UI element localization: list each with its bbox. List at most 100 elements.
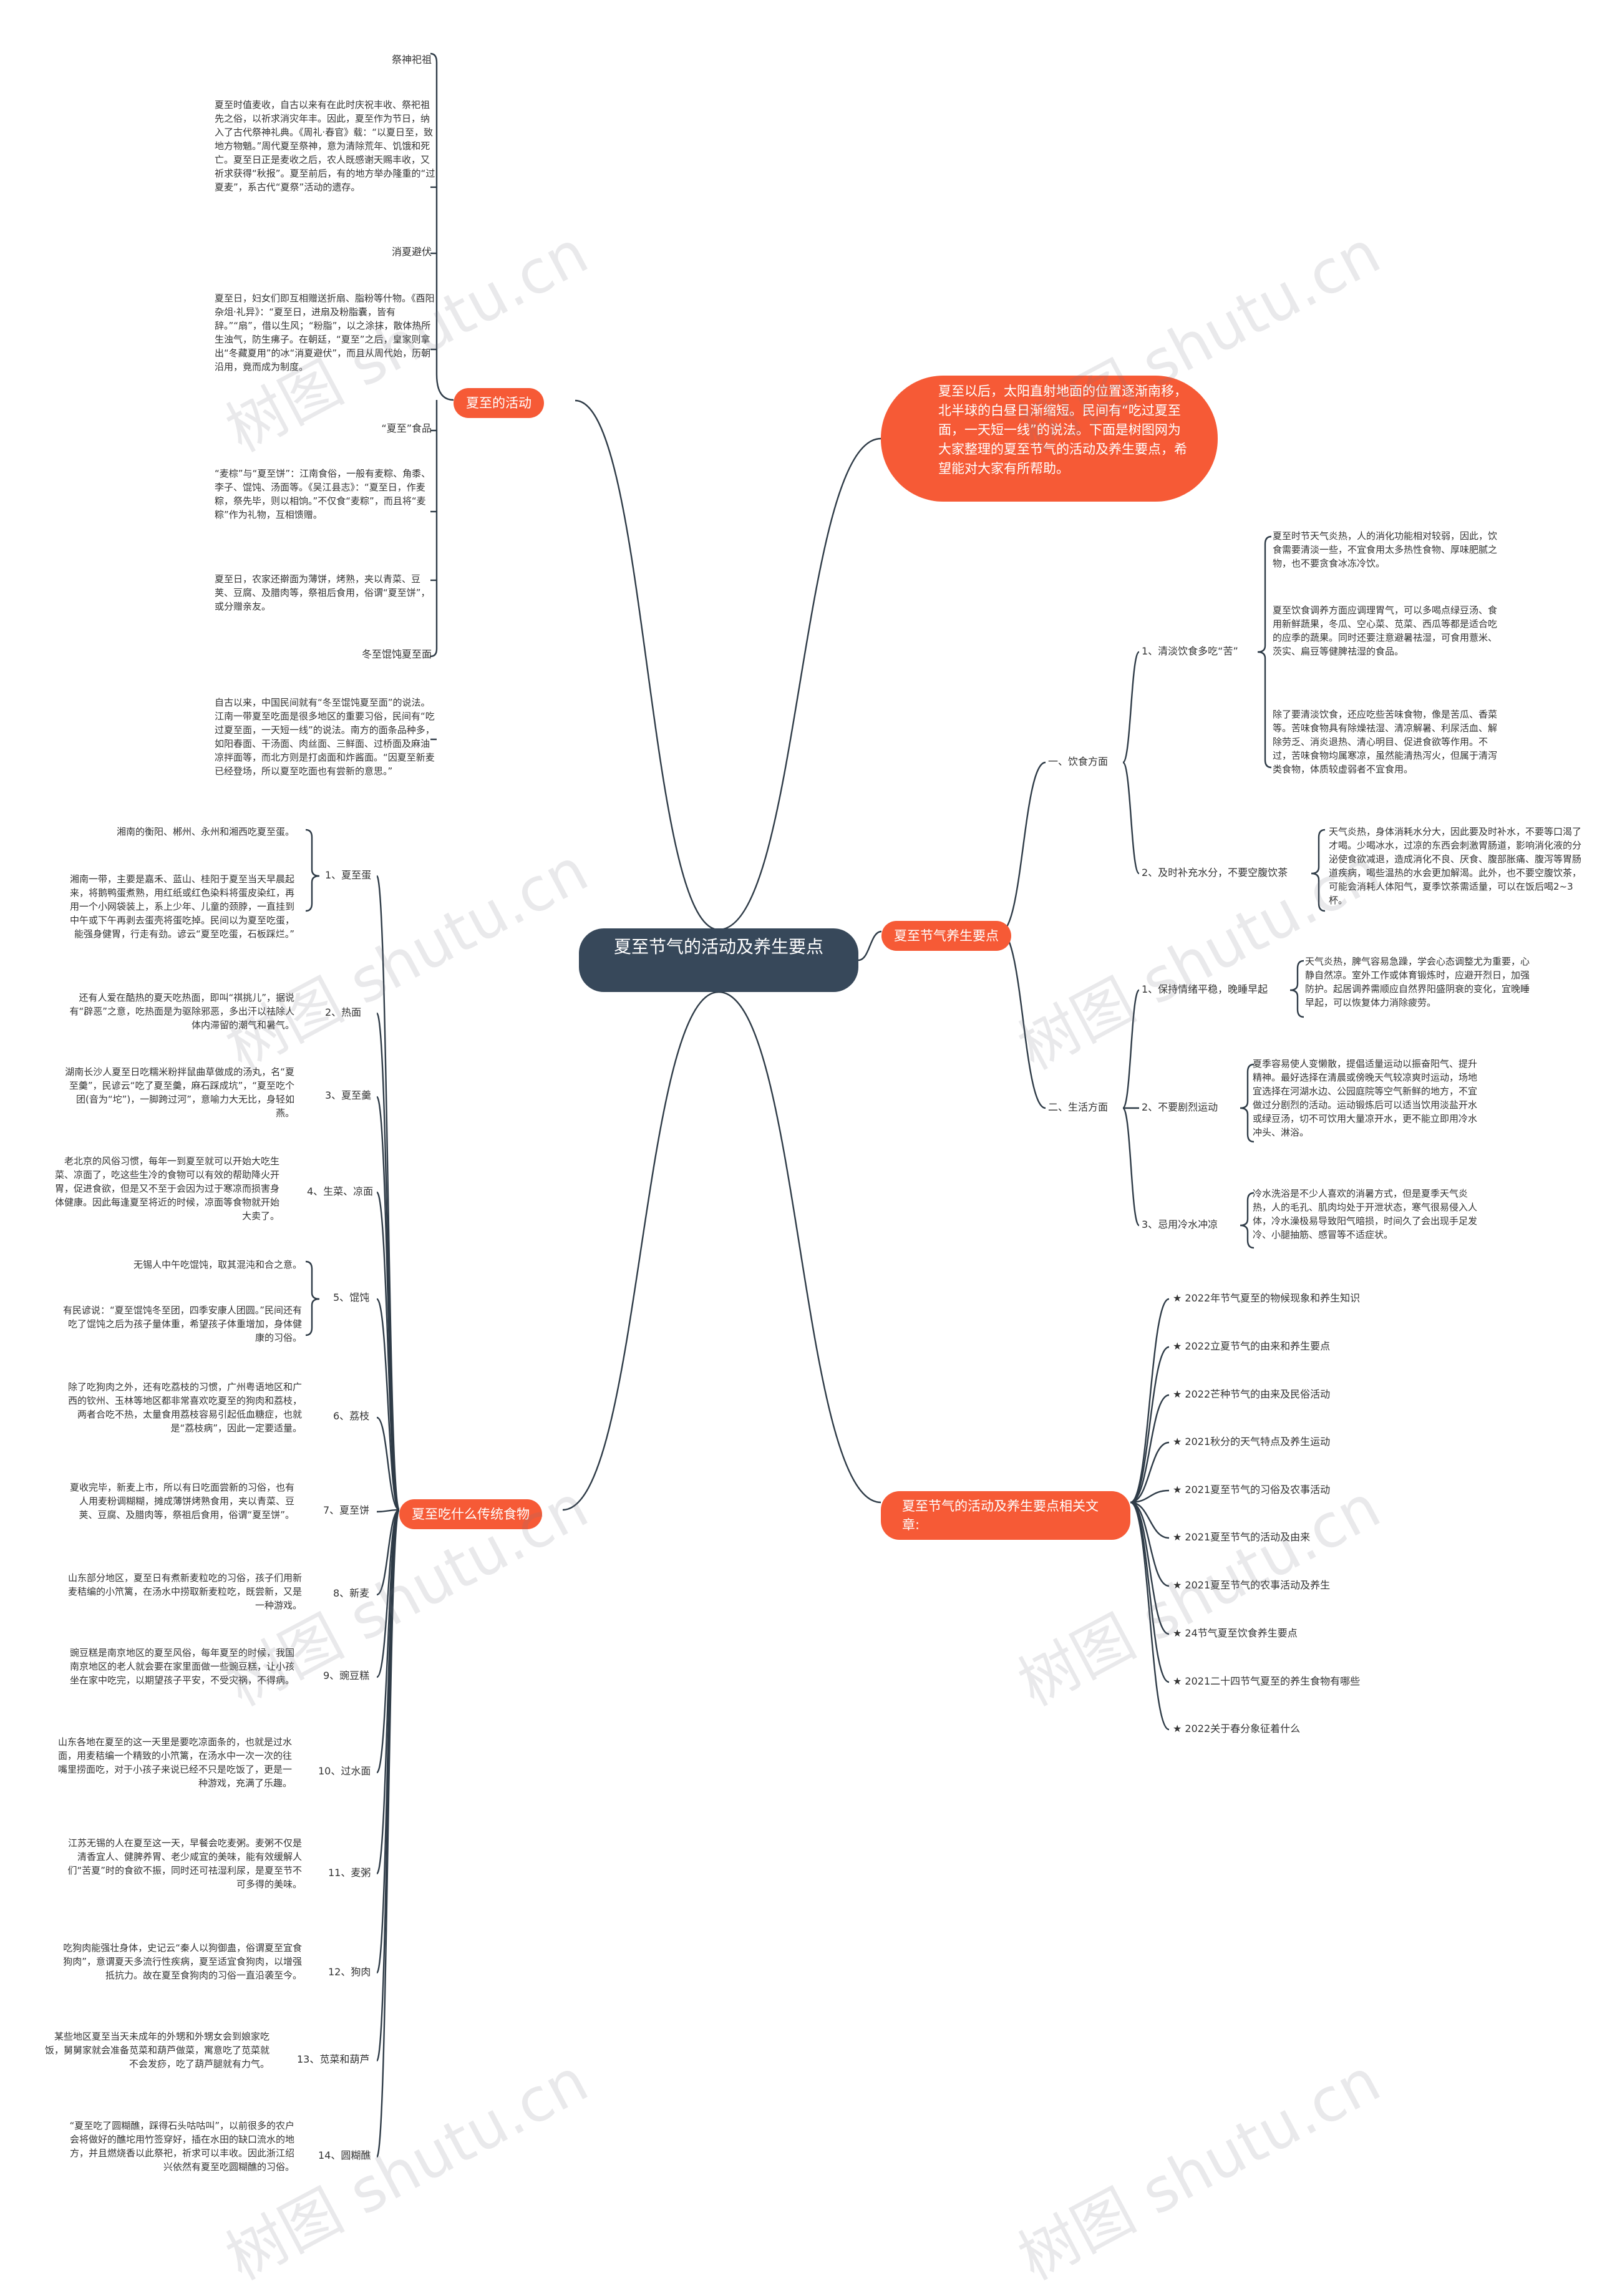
branch-foods[interactable]: 夏至吃什么传统食物 — [399, 1499, 542, 1529]
connector — [376, 1416, 400, 1511]
food-label-14[interactable]: 14、圆糊醮 — [318, 2149, 371, 2161]
connector — [1122, 761, 1140, 875]
activity-text-2: 夏至日，妇女们即互相赠送折扇、脂粉等什物。《酉阳杂俎·礼异》：“夏至日，进扇及粉… — [215, 293, 435, 372]
health-item-life-1[interactable]: 1、保持情绪平稳，晚睡早起 — [1142, 983, 1268, 995]
food-label-9[interactable]: 9、豌豆糕 — [323, 1670, 370, 1681]
connector — [376, 1509, 400, 1974]
food-label-13[interactable]: 13、苋菜和葫芦 — [297, 2053, 370, 2065]
food-text-7: 夏收完毕，新麦上市，所以有日吃面尝新的习俗，也有人用麦粉调糊糊，摊成薄饼烤熟食用… — [69, 1482, 294, 1520]
food-text-14: “夏至吃了圆糊醮，踩得石头咕咕叫”，以前很多的农户会将做好的醮坨用竹签穿好，插在… — [69, 2120, 294, 2172]
connector — [1130, 1346, 1170, 1504]
food-label-10[interactable]: 10、过水面 — [318, 1765, 371, 1777]
food-text-1a: 湘南的衡阳、郴州、永州和湘西吃夏至蛋。 — [116, 826, 294, 837]
connector — [376, 1012, 400, 1511]
connector — [1130, 1501, 1170, 1539]
connector — [718, 991, 881, 1504]
branch-related[interactable]: 夏至节气的活动及养生要点相关文章: — [881, 1491, 1130, 1540]
health-text-life-2: 夏季容易使人变懒散，提倡适量运动以振奋阳气、提升精神。最好选择在清晨或傍晚天气较… — [1253, 1058, 1478, 1138]
food-text-13: 某些地区夏至当天未成年的外甥和外甥女会到娘家吃饭，舅舅家就会准备苋菜和葫芦做菜，… — [44, 2031, 269, 2070]
connector — [1130, 1501, 1170, 1731]
activity-label-3[interactable]: “夏至”食品 — [381, 422, 432, 434]
connector — [376, 1509, 400, 1678]
food-label-12[interactable]: 12、狗肉 — [328, 1966, 371, 1978]
related-link-3[interactable]: ★ 2022芒种节气的由来及民俗活动 — [1173, 1388, 1331, 1400]
health-item-life-3[interactable]: 3、忌用冷水冲凉 — [1142, 1219, 1218, 1230]
connector — [376, 1509, 400, 1596]
connector — [1130, 1501, 1170, 1635]
food-text-10: 山东各地在夏至的这一天里是要吃凉面条的，也就是过水面，用麦秸编一个精致的小笊篱，… — [57, 1736, 292, 1789]
root-title: 夏至节气的活动及养生要点 — [613, 936, 823, 957]
activity-label-5[interactable]: 冬至馄饨夏至面 — [361, 648, 432, 660]
connector — [1130, 1501, 1170, 1683]
connector — [1122, 651, 1140, 764]
food-text-8: 山东部分地区，夏至日有煮新麦粒吃的习俗，孩子们用新麦秸编的小笊篱，在汤水中捞取新… — [67, 1572, 302, 1611]
related-link-8[interactable]: ★ 24节气夏至饮食养生要点 — [1173, 1627, 1298, 1639]
food-text-9: 豌豆糕是南京地区的夏至风俗，每年夏至的时候，我国南京地区的老人就会要在家里面做一… — [69, 1647, 294, 1686]
root-topic[interactable]: 夏至节气的活动及养生要点 — [579, 928, 858, 992]
connector — [562, 991, 719, 1511]
connector — [1130, 1298, 1170, 1504]
related-link-2[interactable]: ★ 2022立夏节气的由来和养生要点 — [1173, 1340, 1331, 1352]
related-link-4[interactable]: ★ 2021秋分的天气特点及养生运动 — [1173, 1436, 1331, 1447]
food-text-5b: 有民谚说：“夏至馄饨冬至团，四季安康人团圆。”民间还有吃了馄饨之后为孩子量体重，… — [62, 1305, 302, 1343]
food-label-6[interactable]: 6、荔枝 — [333, 1410, 370, 1422]
food-text-4: 老北京的风俗习惯，每年一到夏至就可以开始大吃生菜、凉面了，吃这些生冷的食物可以有… — [54, 1155, 279, 1222]
activity-text-4: 夏至日，农家还擀面为薄饼，烤熟，夹以青菜、豆荚、豆腐、及腊肉等，祭祖后食用，俗谓… — [215, 573, 430, 612]
food-text-5a: 无锡人中午吃馄饨，取其混沌和合之意。 — [133, 1259, 302, 1270]
connector — [1000, 761, 1046, 933]
connector — [305, 829, 320, 912]
connector — [718, 437, 881, 931]
health-text-life-1: 天气炎热，脾气容易急躁，学会心态调整尤为重要，心静自然凉。室外工作或体育锻炼时，… — [1305, 956, 1530, 1008]
connector — [1130, 1394, 1170, 1504]
food-text-3: 湖南长沙人夏至日吃糯米粉拌鼠曲草做成的汤丸，名“夏至羹”，民谚云“吃了夏至羹，麻… — [65, 1066, 294, 1119]
related-link-9[interactable]: ★ 2021二十四节气夏至的养生食物有哪些 — [1173, 1675, 1361, 1687]
related-link-5[interactable]: ★ 2021夏至节气的习俗及农事活动 — [1173, 1484, 1331, 1496]
connector — [1130, 1441, 1170, 1504]
food-label-8[interactable]: 8、新麦 — [333, 1587, 370, 1599]
food-label-7[interactable]: 7、夏至饼 — [323, 1504, 370, 1516]
food-text-6: 除了吃狗肉之外，还有吃荔枝的习惯，广州粤语地区和广西的钦州、玉林等地区都非常喜欢… — [67, 1381, 302, 1434]
connector — [1000, 930, 1046, 1109]
related-link-1[interactable]: ★ 2022年节气夏至的物候现象和养生知识 — [1173, 1292, 1361, 1304]
connector — [1122, 1107, 1140, 1227]
connector — [575, 399, 719, 931]
connector — [376, 1509, 400, 2158]
health-text-diet-1b: 夏至饮食调养方面应调理胃气，可以多喝点绿豆汤、食用新鲜蔬果，冬瓜、空心菜、苋菜、… — [1273, 605, 1498, 657]
related-link-6[interactable]: ★ 2021夏至节气的活动及由来 — [1173, 1531, 1311, 1543]
activity-label-1[interactable]: 祭神祀祖 — [391, 54, 432, 66]
health-group-diet[interactable]: 一、饮食方面 — [1048, 756, 1109, 767]
health-text-diet-1a: 夏至时节天气炎热，人的消化功能相对较弱，因此，饮食需要清淡一些，不宜食用太多热性… — [1273, 530, 1498, 569]
food-label-11[interactable]: 11、麦粥 — [328, 1867, 371, 1879]
food-label-3[interactable]: 3、夏至羹 — [325, 1089, 372, 1101]
intro-text: 夏至以后，太阳直射地面的位置逐渐南移，北半球的白昼日渐缩短。民间有“吃过夏至面，… — [938, 384, 1187, 476]
food-label-1[interactable]: 1、夏至蛋 — [325, 869, 372, 881]
activity-text-3: “麦棕”与“夏至饼”：江南食俗，一般有麦粽、角黍、李子、馄饨、汤面等。《吴江县志… — [215, 468, 431, 520]
health-item-diet-1[interactable]: 1、清淡饮食多吃“苦” — [1142, 645, 1238, 657]
health-text-diet-1c: 除了要清淡饮食，还应吃些苦味食物，像是苦瓜、香菜等。苦味食物具有除燥祛湿、清凉解… — [1273, 709, 1498, 775]
health-group-life[interactable]: 二、生活方面 — [1048, 1101, 1109, 1113]
related-link-10[interactable]: ★ 2022关于春分象征着什么 — [1173, 1723, 1301, 1734]
connector — [1257, 535, 1272, 769]
food-text-1b: 湘南一带，主要是嘉禾、蓝山、桂阳于夏至当天早晨起来，将鹅鸭蛋煮熟，用红纸或红色染… — [69, 873, 294, 940]
food-label-4[interactable]: 4、生菜、凉面 — [307, 1185, 374, 1197]
food-text-2: 还有人爱在酷热的夏天吃热面，即叫“祺挑儿”，据说有“辟恶”之意，吃热面是为驱除邪… — [69, 992, 294, 1031]
connector — [376, 1191, 400, 1511]
food-label-2[interactable]: 2、热面 — [325, 1006, 362, 1018]
food-label-5[interactable]: 5、馄饨 — [333, 1292, 370, 1303]
activity-text-5: 自古以来，中国民间就有“冬至馄饨夏至面”的说法。江南一带夏至吃面是很多地区的重要… — [215, 697, 435, 777]
health-item-diet-2[interactable]: 2、及时补充水分，不要空腹饮茶 — [1142, 867, 1288, 878]
health-text-life-3: 冷水洗浴是不少人喜欢的消暑方式，但是夏季天气炎热，人的毛孔、肌肉均处于开泄状态，… — [1253, 1188, 1478, 1240]
branch-health[interactable]: 夏至节气养生要点 — [881, 921, 1011, 951]
intro-node[interactable]: 夏至以后，太阳直射地面的位置逐渐南移，北半球的白昼日渐缩短。民间有“吃过夏至面，… — [881, 376, 1218, 502]
branch-activities[interactable]: 夏至的活动 — [454, 388, 544, 418]
food-text-11: 江苏无锡的人在夏至这一天，早餐会吃麦粥。麦粥不仅是清香宜人、健脾养胃、老少咸宜的… — [67, 1837, 302, 1890]
related-link-7[interactable]: ★ 2021夏至节气的农事活动及养生 — [1173, 1579, 1331, 1591]
connector — [1130, 1501, 1170, 1587]
connector — [1240, 1063, 1255, 1143]
health-item-life-2[interactable]: 2、不要剧烈运动 — [1142, 1101, 1218, 1113]
activity-label-2[interactable]: 消夏避伏 — [391, 246, 432, 258]
connector — [1240, 1192, 1255, 1249]
connector — [430, 400, 438, 658]
connector — [858, 930, 882, 961]
connector — [1122, 989, 1140, 1109]
